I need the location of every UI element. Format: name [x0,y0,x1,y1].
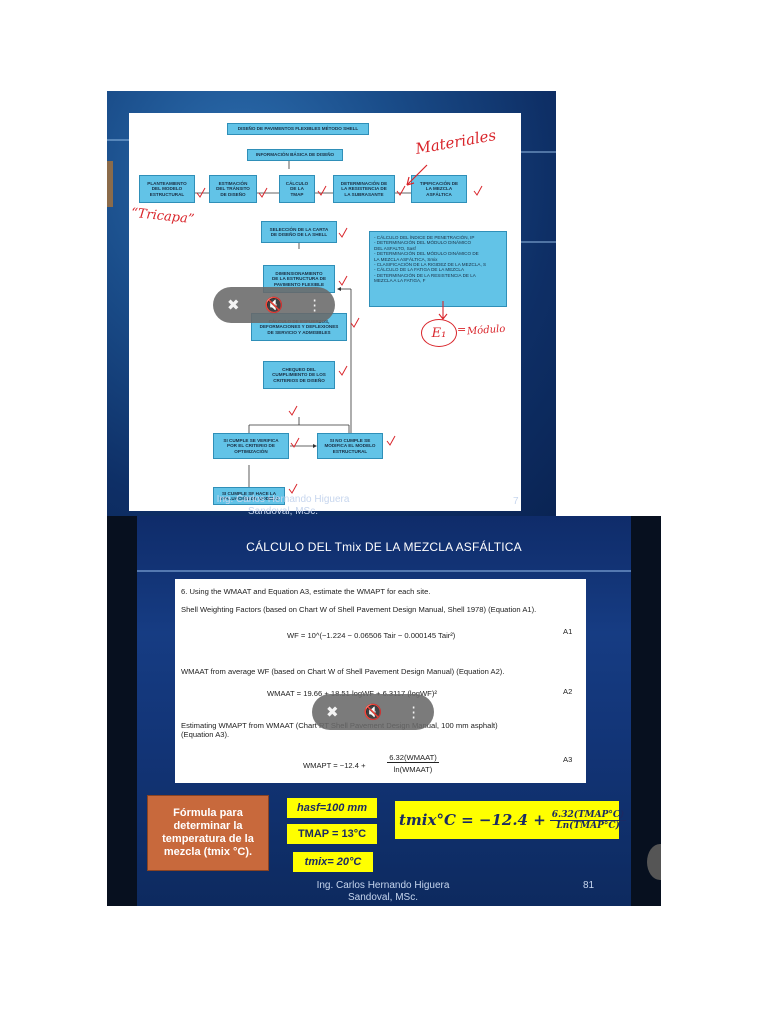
more-vert-icon[interactable]: ⋮ [406,704,422,721]
decor-stripe [521,241,556,243]
decor-stripe [137,570,631,572]
formula-left: tmix°C = −12.4 + [399,811,546,829]
flow-complies-box: SI CUMPLE SE VERIFICA POR EL CRITERIO DE… [213,433,289,459]
flow-selection-box: SELECCIÓN DE LA CARTA DE DISEÑO DE LA SH… [261,221,337,243]
equation-a1-label: A1 [563,627,573,636]
equation-a3-left: WMAPT = −12.4 + [303,761,366,770]
flow-input-box: TIPIFICACIÓN DE LA MEZCLA ASFÁLTICA [411,175,467,203]
flowchart-panel: DISEÑO DE PAVIMENTOS FLEXIBLES MÉTODO SH… [129,113,521,511]
equation-a3-label: A3 [563,755,573,764]
pin-off-icon[interactable]: ✖ [326,704,339,721]
tmap-box: TMAP = 13°C [287,824,377,844]
slide-2: CÁLCULO DEL Tmix DE LA MEZCLA ASFÁLTICA … [107,516,661,906]
decor-stripe [521,151,556,153]
flow-not-complies-box: SI NO CUMPLE SE MODIFICA EL MODELO ESTRU… [317,433,383,459]
formula-description-box: Fórmula para determinar la temperatura d… [147,795,269,871]
equation-a2: WMAAT = 19.66 + 18.51 logWF + 6.3117 (lo… [267,689,437,698]
slide2-page-number: 81 [583,880,595,891]
tmix-formula: tmix°C = −12.4 + 6.32(TMAP°C) Ln(TMAP°C) [395,801,627,839]
flow-title-box: DISEÑO DE PAVIMENTOS FLEXIBLES MÉTODO SH… [227,123,369,135]
video-controls-pill: ✖ 🔇 ⋮ [312,694,434,730]
flow-materials-box: - CÁLCULO DEL ÍNDICE DE PENETRACIÓN, IP … [369,231,507,307]
formula-denominator: Ln(TMAP°C) [556,820,620,831]
slide1-footer: Ing. Carlos Hernando Higuera Sandoval, M… [216,494,350,516]
tmix-box: tmix= 20°C [293,852,373,872]
slide2-title: CÁLCULO DEL Tmix DE LA MEZCLA ASFÁLTICA [246,540,522,554]
equation-panel: 6. Using the WMAAT and Equation A3, esti… [175,579,586,783]
more-vert-icon[interactable]: ⋮ [307,297,323,314]
flow-evaluation-box: SI CUMPLE SE HACE LA EVALUACIÓN DE MODEL… [213,487,285,505]
flow-info-box: INFORMACIÓN BÁSICA DE DISEÑO [247,149,343,161]
volume-off-icon[interactable]: 🔇 [363,704,383,721]
handwriting-arrow [406,164,428,186]
decor-stripe [107,139,129,141]
handwriting-arrow [438,301,448,320]
side-nav-button[interactable] [647,844,661,880]
flow-input-box: ESTIMACIÓN DEL TRÁNSITO DE DISEÑO [209,175,257,203]
flow-input-box: CÁLCULO DE LA TMAP [279,175,315,203]
wmaat-text: WMAAT from average WF (based on Chart W … [181,667,505,676]
handwriting-e1: E₁ [421,319,457,347]
equation-a3-denominator: ln(WMAAT) [393,765,433,774]
flow-check-box: CHEQUEO DEL CUMPLIMIENTO DE LOS CRITERIO… [263,361,335,389]
formula-numerator: 6.32(TMAP°C) [549,809,627,821]
flow-input-box: DETERMINACIÓN DE LA RESISTENCIA DE LA SU… [333,175,395,203]
step-text: 6. Using the WMAAT and Equation A3, esti… [181,587,431,596]
slide2-footer: Ing. Carlos Hernando Higuera Sandoval, M… [316,880,450,903]
flow-input-box: PLANTEAMIENTO DEL MODELO ESTRUCTURAL [139,175,195,203]
equation-a2-label: A2 [563,687,573,696]
equation-a3-numerator: 6.32(WMAAT) [387,753,439,763]
equation-a1: WF = 10^(−1.224 − 0.06506 Tair − 0.00014… [287,631,456,640]
volume-off-icon[interactable]: 🔇 [264,297,284,314]
photo-strip [107,161,113,207]
slide1-page-number: 7 [513,496,519,507]
shell-factors-text: Shell Weighting Factors (based on Chart … [181,605,537,614]
slide-1: DISEÑO DE PAVIMENTOS FLEXIBLES MÉTODO SH… [107,91,556,516]
hasf-box: hasf=100 mm [287,798,377,818]
video-controls-pill: ✖ 🔇 ⋮ [213,287,335,323]
pin-off-icon[interactable]: ✖ [227,297,240,314]
